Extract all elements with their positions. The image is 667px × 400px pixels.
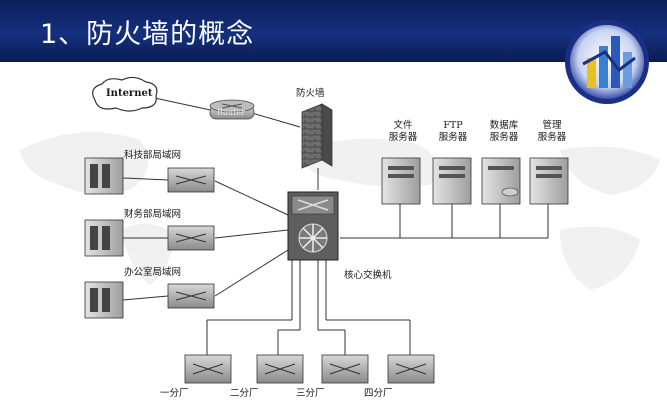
title-bar: 1、防火墙的概念: [0, 0, 667, 62]
router-label: Router: [217, 108, 245, 117]
server-label-management: 管理服务器: [537, 120, 567, 143]
internet-label: Internet: [106, 88, 153, 99]
branch-switches: [184, 354, 435, 384]
server-label-database: 数据库服务器: [489, 120, 519, 143]
lan-label-finance: 财务部局域网: [124, 209, 182, 220]
slide-title: 1、防火墙的概念: [40, 19, 255, 50]
firewall-label: 防火墙: [296, 88, 325, 99]
lan-group-1: [84, 157, 215, 195]
core-switch-icon: [287, 191, 339, 261]
server-management: [529, 157, 569, 205]
branch-label-2: 二分厂: [230, 388, 259, 399]
firewall-icon: [301, 103, 333, 169]
cloud-icon: [92, 76, 158, 112]
branch-label-4: 四分厂: [364, 388, 393, 399]
lan-group-2: [84, 219, 215, 257]
lan-group-3: [84, 281, 215, 319]
lan-label-office: 办公室局域网: [124, 267, 182, 278]
router-icon: [209, 99, 255, 120]
server-ftp: [432, 157, 472, 205]
branch-label-3: 三分厂: [296, 388, 325, 399]
network-diagram: Internet Router 防火墙 核心交换机 科技部局域网 财务部局域网 …: [0, 62, 667, 400]
links: [149, 96, 549, 355]
server-file: [381, 157, 421, 205]
branch-label-1: 一分厂: [160, 388, 189, 399]
bar-chart-logo-icon: [565, 20, 649, 104]
server-database: [481, 157, 521, 205]
core-switch-label: 核心交换机: [344, 270, 392, 281]
server-label-file: 文件服务器: [388, 120, 418, 143]
world-map-background: [20, 132, 660, 290]
lan-label-tech: 科技部局域网: [124, 150, 182, 161]
